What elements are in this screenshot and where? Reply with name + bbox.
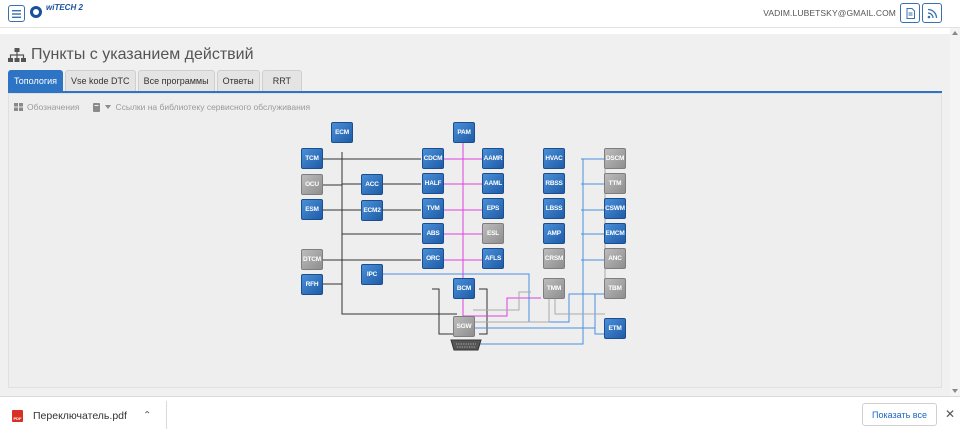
tab-topology[interactable]: Топология: [8, 70, 64, 91]
module-emcm[interactable]: EMCM: [604, 223, 626, 244]
bus-line-bcm-sgw: [432, 288, 488, 335]
module-lbss[interactable]: LBSS: [543, 198, 565, 219]
scroll-down-arrow-icon[interactable]: [952, 389, 958, 393]
module-aamr[interactable]: AAMR: [482, 148, 504, 169]
bus-line-blue-right: [473, 158, 606, 345]
module-esl[interactable]: ESL: [482, 223, 504, 244]
page-scrollbar[interactable]: [950, 28, 960, 396]
module-ecm[interactable]: ECM: [331, 122, 353, 143]
topology-icon: [8, 47, 26, 62]
module-abs[interactable]: ABS: [422, 223, 444, 244]
module-tbm[interactable]: TBM: [604, 278, 626, 299]
menu-button[interactable]: [8, 5, 25, 22]
module-tcm[interactable]: TCM: [301, 148, 323, 169]
module-crsm[interactable]: CRSM: [543, 248, 565, 269]
module-cswm[interactable]: CSWM: [604, 198, 626, 219]
pdf-file-icon: PDF: [12, 410, 23, 422]
module-ecm2[interactable]: ECM2: [361, 200, 383, 221]
rss-button[interactable]: [922, 3, 942, 23]
caret-down-icon: [105, 105, 112, 109]
user-email[interactable]: VADIM.LUBETSKY@GMAIL.COM: [763, 8, 896, 18]
module-anc[interactable]: ANC: [604, 248, 626, 269]
tab-bar: Топология Vse kode DTC Все программы Отв…: [8, 70, 303, 91]
document-button[interactable]: [900, 3, 920, 23]
menu-icon: [12, 9, 21, 18]
download-divider: [166, 401, 167, 429]
legend-link[interactable]: Обозначения: [27, 102, 80, 112]
document-icon: [906, 8, 915, 19]
bus-line-pink-tmm: [463, 297, 541, 317]
module-amp[interactable]: AMP: [543, 223, 565, 244]
service-library-link[interactable]: Ссылки на библиотеку сервисного обслужив…: [115, 102, 311, 112]
page-title-text: Пункты с указанием действий: [31, 46, 254, 63]
module-orc[interactable]: ORC: [422, 248, 444, 269]
book-icon: [93, 102, 101, 112]
tab-rrt[interactable]: RRT: [261, 70, 303, 91]
bus-line-blue-left: [380, 273, 606, 323]
bus-line-pink: [443, 142, 483, 330]
module-dscm[interactable]: DSCM: [604, 148, 626, 169]
module-esm[interactable]: ESM: [301, 199, 323, 220]
tab-underline: [8, 91, 942, 93]
bus-line-blue-etm: [473, 294, 606, 335]
top-bar: wiTECH 2 VADIM.LUBETSKY@GMAIL.COM: [0, 0, 960, 28]
witech-logo: wiTECH 2: [46, 3, 83, 12]
tab-dtc-codes[interactable]: Vse kode DTC: [65, 70, 136, 91]
show-all-button[interactable]: Показать все: [862, 403, 937, 426]
module-pam[interactable]: PAM: [453, 122, 475, 143]
close-icon[interactable]: ✕: [945, 407, 956, 421]
module-tvm[interactable]: TVM: [422, 198, 444, 219]
main-content: Пункты с указанием действий Топология Vs…: [0, 34, 960, 396]
module-sgw[interactable]: SGW: [453, 316, 475, 337]
module-ipc[interactable]: IPC: [361, 264, 383, 285]
bus-line-left-main: [341, 152, 457, 315]
tab-answers[interactable]: Ответы: [216, 70, 260, 91]
topology-toolbar: Обозначения Ссылки на библиотеку сервисн…: [14, 102, 310, 112]
chevron-up-icon[interactable]: ⌄: [143, 408, 152, 419]
mopar-logo: [30, 6, 42, 18]
module-half[interactable]: HALF: [422, 173, 444, 194]
network-wiring: [321, 142, 606, 351]
download-bar: PDF Переключатель.pdf ⌄ Показать все ✕: [0, 396, 960, 432]
scroll-up-arrow-icon[interactable]: [952, 31, 958, 35]
module-hvac[interactable]: HVAC: [543, 148, 565, 169]
download-file-name[interactable]: Переключатель.pdf: [33, 410, 127, 422]
rss-icon: [927, 8, 938, 19]
module-ocu[interactable]: OCU: [301, 174, 323, 195]
module-rbss[interactable]: RBSS: [543, 173, 565, 194]
tab-all-programs[interactable]: Все программы: [137, 70, 215, 91]
module-rfh[interactable]: RFH: [301, 274, 323, 295]
legend-icon: [14, 103, 23, 111]
module-eps[interactable]: EPS: [482, 198, 504, 219]
module-aaml[interactable]: AAML: [482, 173, 504, 194]
module-bcm[interactable]: BCM: [453, 278, 475, 299]
module-acc[interactable]: ACC: [361, 174, 383, 195]
page-title: Пункты с указанием действий: [8, 46, 254, 64]
obd-connector-icon: [450, 339, 482, 351]
module-dtcm[interactable]: DTCM: [301, 249, 323, 270]
module-etm[interactable]: ETM: [604, 318, 626, 339]
module-tmm[interactable]: TMM: [543, 278, 565, 299]
topology-panel: Обозначения Ссылки на библиотеку сервисн…: [8, 93, 942, 388]
module-afls[interactable]: AFLS: [482, 248, 504, 269]
module-cdcm[interactable]: CDCM: [422, 148, 444, 169]
module-ttm[interactable]: TTM: [604, 173, 626, 194]
